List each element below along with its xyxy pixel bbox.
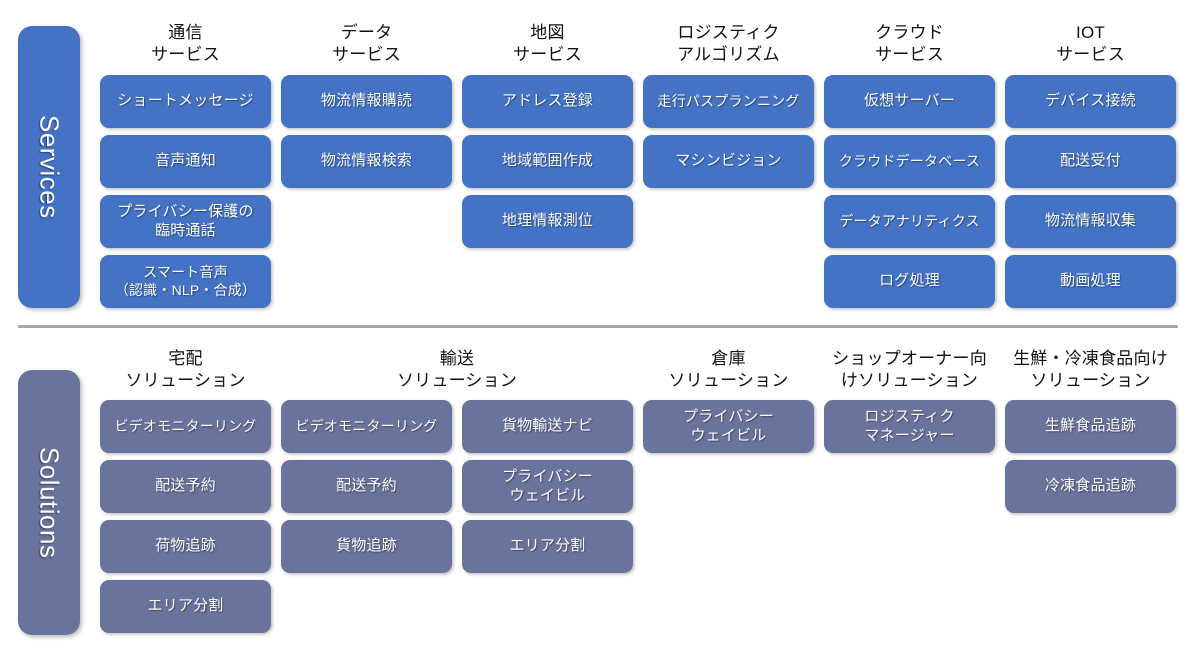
solution-item-cargo-tracking[interactable]: 貨物追跡 — [281, 520, 452, 573]
column-header-iot-services: IOT サービス — [1056, 23, 1125, 65]
solution-item-area-division-home[interactable]: エリア分割 — [100, 580, 271, 633]
column-header-home-delivery-solution: 宅配 ソリューション — [125, 349, 246, 391]
service-item-voice-notification[interactable]: 音声通知 — [100, 135, 271, 188]
service-item-video-processing[interactable]: 動画処理 — [1005, 255, 1176, 308]
solution-item-delivery-reservation-home[interactable]: 配送予約 — [100, 460, 271, 513]
solution-item-logistics-manager[interactable]: ロジスティク マネージャー — [824, 400, 995, 453]
solution-item-video-monitoring-transport[interactable]: ビデオモニターリング — [281, 400, 452, 453]
service-item-area-range-creation[interactable]: 地域範囲作成 — [462, 135, 633, 188]
service-item-cloud-database[interactable]: クラウドデータベース — [824, 135, 995, 188]
section-label-solutions-text: Solutions — [34, 446, 65, 559]
service-item-logistics-info-collection[interactable]: 物流情報収集 — [1005, 195, 1176, 248]
solution-item-frozen-food-tracking[interactable]: 冷凍食品追跡 — [1005, 460, 1176, 513]
service-item-virtual-server[interactable]: 仮想サーバー — [824, 75, 995, 128]
service-item-delivery-reception[interactable]: 配送受付 — [1005, 135, 1176, 188]
column-header-communication-services: 通信 サービス — [151, 23, 220, 65]
service-item-logistics-info-search[interactable]: 物流情報検索 — [281, 135, 452, 188]
column-header-warehouse-solution: 倉庫 ソリューション — [668, 349, 789, 391]
column-header-map-services: 地図 サービス — [513, 23, 582, 65]
column-header-shop-owner-solution: ショップオーナー向 けソリューション — [832, 349, 987, 391]
section-services: Services 通信 サービス データ サービス 地図 サービス ロジスティク… — [0, 0, 1200, 318]
service-item-privacy-temp-call[interactable]: プライバシー保護の 臨時通話 — [100, 195, 271, 248]
service-item-logistics-info-subscription[interactable]: 物流情報購読 — [281, 75, 452, 128]
section-label-services-text: Services — [34, 115, 65, 219]
service-item-machine-vision[interactable]: マシンビジョン — [643, 135, 814, 188]
column-header-logistics-algorithm: ロジスティク アルゴリズム — [677, 23, 780, 65]
service-item-device-connection[interactable]: デバイス接続 — [1005, 75, 1176, 128]
column-header-transport-solution: 輸送 ソリューション — [396, 349, 518, 391]
section-label-services: Services — [18, 26, 80, 308]
solution-item-delivery-reservation-transport[interactable]: 配送予約 — [281, 460, 452, 513]
solution-item-privacy-waybill-transport[interactable]: プライバシー ウェイビル — [462, 460, 633, 513]
solution-item-parcel-tracking[interactable]: 荷物追跡 — [100, 520, 271, 573]
column-header-data-services: データ サービス — [332, 23, 401, 65]
service-item-data-analytics[interactable]: データアナリティクス — [824, 195, 995, 248]
service-item-short-message[interactable]: ショートメッセージ — [100, 75, 271, 128]
solution-item-fresh-food-tracking[interactable]: 生鮮食品追跡 — [1005, 400, 1176, 453]
column-header-cloud-services: クラウド サービス — [875, 23, 944, 65]
service-item-log-processing[interactable]: ログ処理 — [824, 255, 995, 308]
service-item-smart-voice[interactable]: スマート音声 （認識・NLP・合成） — [100, 255, 271, 308]
solution-item-video-monitoring-home[interactable]: ビデオモニターリング — [100, 400, 271, 453]
solution-item-cargo-transport-nav[interactable]: 貨物輸送ナビ — [462, 400, 633, 453]
section-divider — [18, 325, 1178, 328]
column-header-fresh-frozen-food-solution: 生鮮・冷凍食品向け ソリューション — [1013, 349, 1168, 391]
service-item-geo-positioning[interactable]: 地理情報測位 — [462, 195, 633, 248]
service-item-address-registration[interactable]: アドレス登録 — [462, 75, 633, 128]
service-item-route-path-planning[interactable]: 走行パスプランニング — [643, 75, 814, 128]
section-label-solutions: Solutions — [18, 370, 80, 635]
solution-item-privacy-waybill-warehouse[interactable]: プライバシー ウェイビル — [643, 400, 814, 453]
solution-item-area-division-transport[interactable]: エリア分割 — [462, 520, 633, 573]
